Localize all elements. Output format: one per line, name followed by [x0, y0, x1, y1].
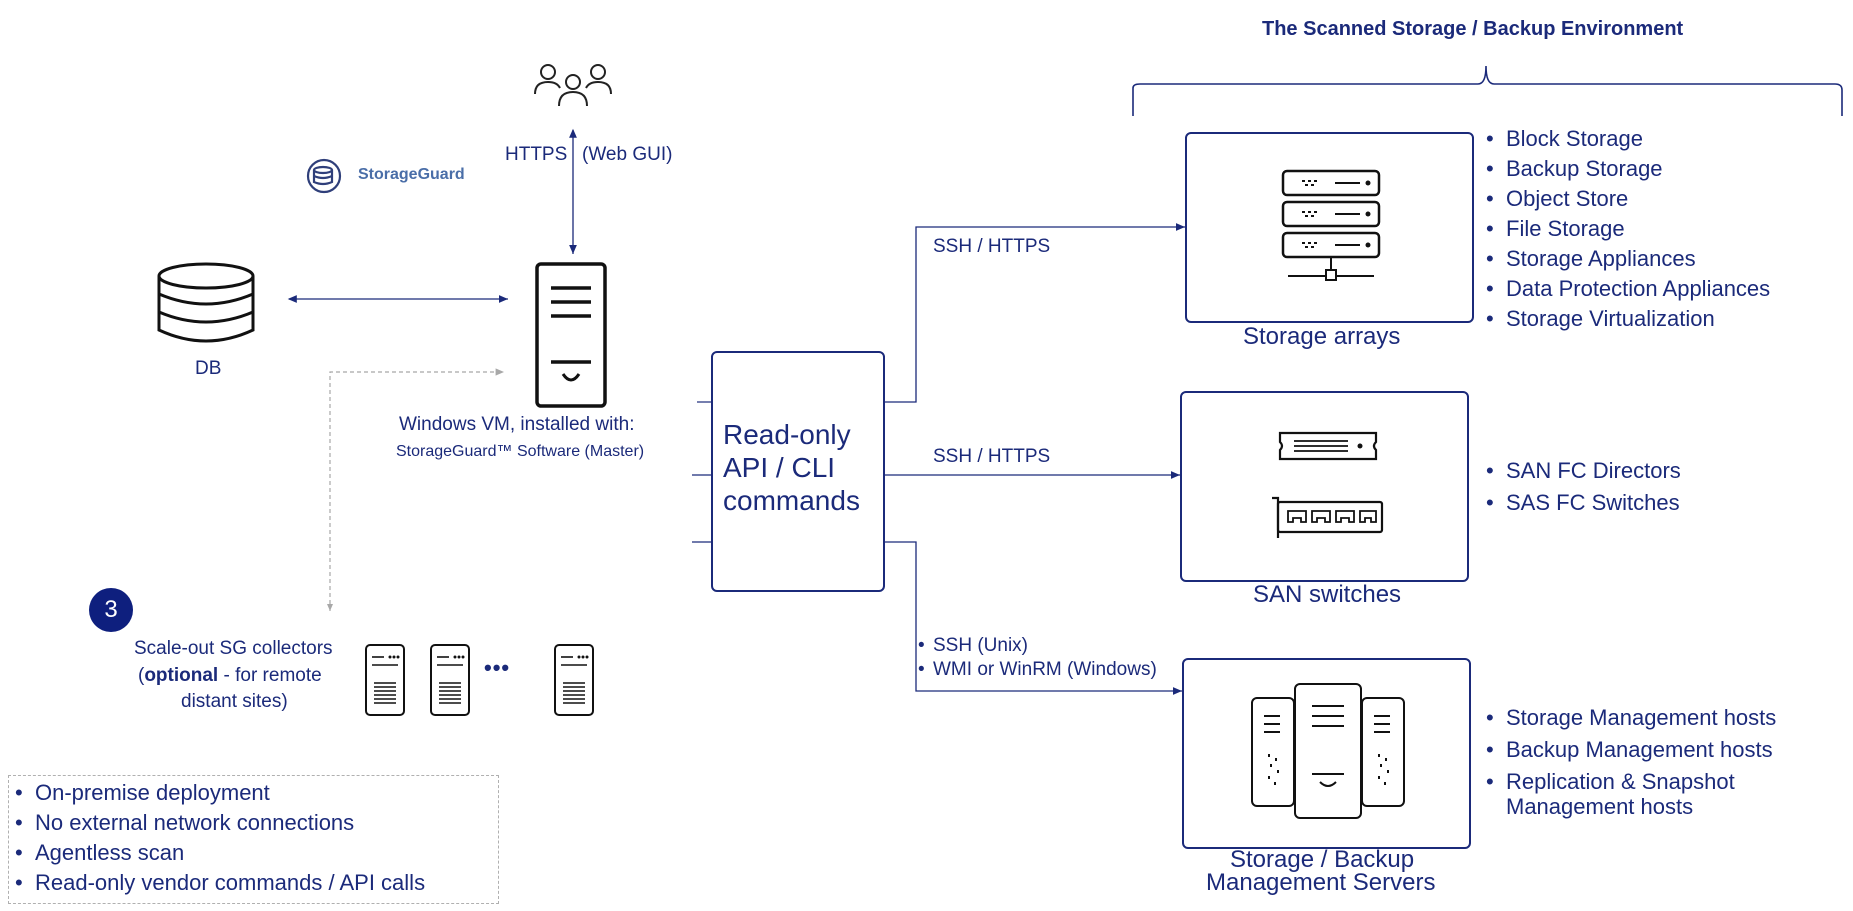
- web-gui-label: (Web GUI): [582, 144, 673, 165]
- https-label: HTTPS: [505, 144, 568, 165]
- san-switches-list: SAN FC Directors SAS FC Switches: [1484, 455, 1681, 519]
- collectors-line1: Scale-out SG collectors: [134, 638, 333, 659]
- storageguard-logo-icon: [306, 158, 342, 194]
- conn-label-bottom: SSH (Unix) WMI or WinRM (Windows): [916, 634, 1157, 682]
- collectors-ellipsis: •••: [484, 655, 511, 680]
- list-item: Backup Storage: [1484, 154, 1770, 184]
- mgmt-servers-list: Storage Management hosts Backup Manageme…: [1484, 702, 1776, 798]
- list-item: Agentless scan: [13, 838, 425, 868]
- deployment-notes-list: On-premise deployment No external networ…: [13, 778, 425, 898]
- database-icon: [157, 262, 255, 343]
- read-only-commands-box: Read-only API / CLI commands: [711, 351, 885, 592]
- server-tower-icon: [535, 262, 607, 408]
- list-item: Storage Appliances: [1484, 244, 1770, 274]
- storageguard-brand: StorageGuard: [358, 166, 465, 183]
- collector-server-icon: [430, 644, 470, 716]
- list-item: On-premise deployment: [13, 778, 425, 808]
- conn-wmi-winrm: WMI or WinRM (Windows): [916, 658, 1157, 682]
- conn-ssh-unix: SSH (Unix): [916, 634, 1157, 658]
- vm-title: Windows VM, installed with:: [399, 414, 635, 435]
- optional-emphasis: optional: [144, 665, 219, 686]
- list-item: File Storage: [1484, 214, 1770, 244]
- collectors-line3: distant sites): [181, 691, 288, 712]
- list-item: No external network connections: [13, 808, 425, 838]
- mgmt-servers-label-2: Management Servers: [1206, 869, 1436, 896]
- storage-arrays-box: [1185, 132, 1474, 323]
- list-item: Read-only vendor commands / API calls: [13, 868, 425, 898]
- db-label: DB: [195, 358, 222, 379]
- center-label-1: Read-only: [723, 419, 851, 450]
- environment-title: The Scanned Storage / Backup Environment: [1262, 18, 1684, 40]
- list-item: Storage Virtualization: [1484, 304, 1770, 334]
- san-switches-box: [1180, 391, 1469, 582]
- fc-card-icon: [1272, 496, 1384, 538]
- list-item: SAN FC Directors: [1484, 455, 1681, 487]
- conn-label-middle: SSH / HTTPS: [933, 446, 1051, 467]
- list-item: Storage Management hosts: [1484, 702, 1776, 734]
- mgmt-servers-label-1: Storage / Backup: [1230, 846, 1415, 873]
- center-label-2: API / CLI: [723, 452, 836, 483]
- list-item: SAS FC Switches: [1484, 487, 1681, 519]
- rack-server-icon: [1281, 169, 1381, 281]
- collector-link: [329, 368, 504, 611]
- vm-subtitle: StorageGuard™ Software (Master): [396, 443, 645, 460]
- collector-server-icon: [365, 644, 405, 716]
- mgmt-servers-list-continuation: Management hosts: [1506, 794, 1694, 819]
- list-item: Object Store: [1484, 184, 1770, 214]
- server-cluster-icon: [1251, 683, 1405, 819]
- step-badge: 3: [89, 588, 133, 632]
- deployment-notes-box: [8, 775, 499, 904]
- list-item: Data Protection Appliances: [1484, 274, 1770, 304]
- center-label-3: commands: [723, 485, 860, 516]
- list-item: Block Storage: [1484, 124, 1770, 154]
- environment-brace: [1132, 65, 1843, 116]
- storage-arrays-label: Storage arrays: [1243, 323, 1401, 350]
- link-mgmt-servers: [884, 541, 1182, 695]
- collectors-line2: (optional - for remote: [138, 665, 322, 686]
- users-icon: [534, 64, 612, 107]
- storage-arrays-list: Block Storage Backup Storage Object Stor…: [1484, 124, 1770, 334]
- list-item: Replication & Snapshot: [1484, 766, 1776, 798]
- san-switches-label: SAN switches: [1253, 581, 1402, 608]
- collector-server-icon: [554, 644, 594, 716]
- san-switch-icon: [1278, 431, 1378, 461]
- conn-label-top: SSH / HTTPS: [933, 236, 1051, 257]
- list-item: Backup Management hosts: [1484, 734, 1776, 766]
- link-storage-arrays: [884, 223, 1185, 403]
